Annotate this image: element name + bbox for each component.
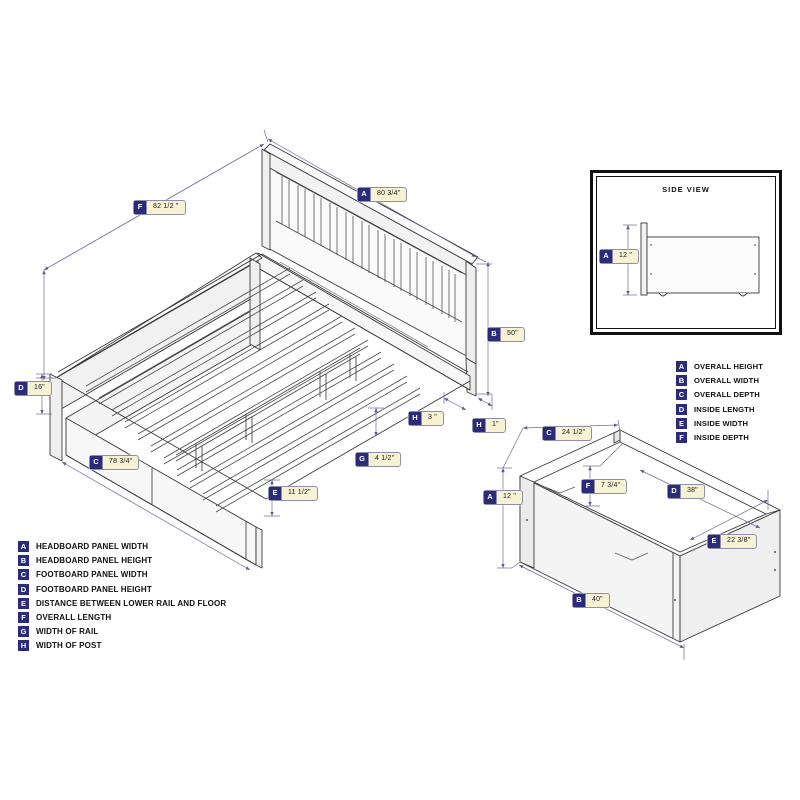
callout-tag: G — [356, 453, 369, 466]
legend-row: D INSIDE LENGTH — [676, 403, 763, 415]
legend-row: E DISTANCE BETWEEN LOWER RAIL AND FLOOR — [18, 597, 227, 609]
legend-row: B HEADBOARD PANEL HEIGHT — [18, 555, 226, 567]
legend-tag: D — [18, 583, 29, 595]
legend-row: D FOOTBOARD PANEL HEIGHT — [18, 583, 226, 595]
bed-callout-B-headboard-panel-height: B 50" — [487, 327, 525, 342]
legend-label: INSIDE DEPTH — [694, 432, 749, 442]
legend-tag: C — [676, 389, 687, 401]
callout-value: 4 1/2" — [375, 455, 395, 462]
legend-tag: H — [18, 640, 29, 652]
callout-tag: D — [668, 485, 681, 498]
bed-callout-C-footboard-panel-width: C 78 3/4" — [89, 455, 140, 470]
side-view-title: SIDE VIEW — [662, 185, 710, 194]
bed-callout-F-overall-length: F 82 1/2 " — [133, 200, 186, 215]
side-view-inner-border — [596, 176, 776, 329]
legend-drawer: A OVERALL HEIGHT B OVERALL WIDTH C OVERA… — [676, 361, 763, 446]
legend-tag: A — [18, 541, 29, 552]
callout-value: 78 3/4" — [109, 458, 133, 465]
callout-value: 50" — [507, 330, 518, 337]
legend-label: OVERALL HEIGHT — [694, 362, 764, 371]
legend-label: INSIDE LENGTH — [694, 404, 755, 414]
callout-value: 40" — [592, 596, 603, 603]
legend-tag: C — [18, 569, 29, 581]
legend-tag: A — [676, 361, 687, 372]
legend-label: WIDTH OF RAIL — [36, 627, 99, 637]
callout-tag: B — [573, 594, 586, 607]
legend-tag: E — [676, 417, 687, 429]
legend-label: FOOTBOARD PANEL HEIGHT — [36, 584, 152, 594]
legend-tag: E — [18, 597, 29, 609]
legend-label: OVERALL LENGTH — [36, 612, 112, 622]
callout-tag: C — [543, 427, 556, 440]
callout-tag: D — [15, 382, 28, 395]
callout-value: 38" — [687, 487, 698, 494]
side-view-drawing — [623, 222, 760, 297]
legend-label: HEADBOARD PANEL HEIGHT — [36, 556, 153, 566]
drawer-callout-D-inside-length: D 38" — [667, 484, 705, 499]
callout-value: 82 1/2 " — [153, 203, 179, 210]
legend-label: OVERALL WIDTH — [694, 376, 760, 386]
legend-row: G WIDTH OF RAIL — [18, 626, 226, 638]
callout-tag: H — [409, 412, 422, 425]
legend-row: C FOOTBOARD PANEL WIDTH — [18, 569, 226, 581]
bed-callout-H-width-of-post-3in: H 3 " — [408, 411, 444, 426]
bed-callout-H-width-of-post-1in: H 1" — [472, 418, 506, 433]
callout-tag: H — [473, 419, 486, 432]
callout-value: 16" — [34, 384, 45, 391]
legend-label: DISTANCE BETWEEN LOWER RAIL AND FLOOR — [36, 598, 227, 608]
legend-bed: A HEADBOARD PANEL WIDTH B HEADBOARD PANE… — [18, 541, 226, 655]
legend-row: B OVERALL WIDTH — [676, 375, 763, 387]
legend-tag: F — [18, 611, 29, 623]
drawer-callout-C-overall-depth: C 24 1/2" — [542, 426, 593, 441]
legend-label: INSIDE WIDTH — [694, 418, 749, 428]
callout-value: 24 1/2" — [562, 429, 586, 436]
legend-row: H WIDTH OF POST — [18, 640, 226, 652]
callout-tag: F — [134, 201, 147, 214]
drawer-callout-A-overall-height: A 12 " — [483, 490, 524, 505]
legend-label: FOOTBOARD PANEL WIDTH — [36, 570, 148, 580]
legend-row: A OVERALL HEIGHT — [676, 361, 763, 372]
legend-row: F OVERALL LENGTH — [18, 611, 226, 623]
bed-callout-E-lower-rail-to-floor: E 11 1/2" — [268, 486, 318, 501]
drawer-callout-B-overall-width: B 40" — [572, 593, 610, 608]
legend-tag: F — [676, 431, 687, 443]
callout-tag: E — [708, 535, 721, 548]
legend-tag: D — [676, 403, 687, 415]
drawer-callout-F-inside-depth: F 7 3/4" — [581, 479, 628, 494]
callout-tag: A — [600, 250, 613, 263]
legend-row: A HEADBOARD PANEL WIDTH — [18, 541, 226, 552]
callout-value: 22 3/8" — [727, 537, 751, 544]
bed-callout-G-width-of-rail: G 4 1/2" — [355, 452, 402, 467]
callout-tag: A — [358, 188, 371, 201]
callout-value: 3 " — [428, 414, 437, 421]
legend-row: F INSIDE DEPTH — [676, 431, 763, 443]
legend-label: OVERALL DEPTH — [694, 390, 760, 400]
callout-value: 12 " — [503, 493, 517, 500]
callout-value: 11 1/2" — [288, 489, 311, 496]
bed-callout-D-footboard-panel-height: D 16" — [14, 381, 52, 396]
legend-row: E INSIDE WIDTH — [676, 417, 763, 429]
legend-row: C OVERALL DEPTH — [676, 389, 763, 401]
drawer-callout-E-inside-width: E 22 3/8" — [707, 534, 758, 549]
callout-tag: E — [269, 487, 282, 500]
legend-label: WIDTH OF POST — [36, 641, 102, 651]
side-view-callout-A: A 12 " — [599, 249, 640, 264]
callout-value: 1" — [492, 421, 499, 428]
legend-tag: B — [18, 555, 29, 567]
bed-callout-A-headboard-panel-width: A 80 3/4" — [357, 187, 408, 202]
side-view-inset: SIDE VIEW A — [590, 170, 782, 335]
legend-tag: G — [18, 626, 29, 638]
callout-tag: F — [582, 480, 595, 493]
callout-tag: B — [488, 328, 501, 341]
callout-value: 7 3/4" — [601, 482, 621, 489]
callout-tag: C — [90, 456, 103, 469]
legend-label: HEADBOARD PANEL WIDTH — [36, 542, 149, 551]
callout-value: 80 3/4" — [377, 190, 401, 197]
legend-tag: B — [676, 375, 687, 387]
callout-tag: A — [484, 491, 497, 504]
callout-value: 12 " — [619, 252, 633, 259]
